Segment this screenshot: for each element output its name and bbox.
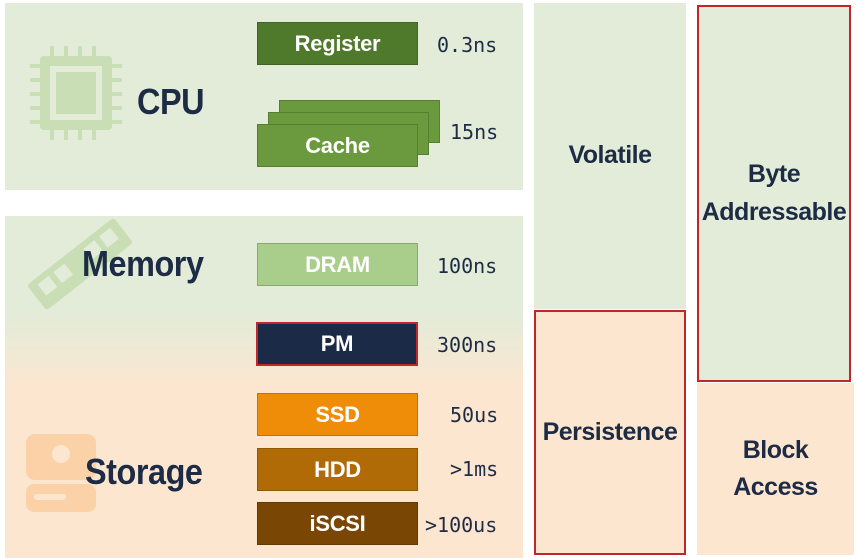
volatile-column: Volatile (534, 3, 686, 309)
persistence-label: Persistence (542, 417, 678, 446)
hdd-latency: >1ms (450, 457, 499, 481)
storage-drive-icon (26, 434, 96, 512)
block-access-line2: Access (733, 473, 818, 501)
volatile-label: Volatile (568, 141, 652, 170)
persistence-column: Persistence (534, 310, 686, 555)
iscsi-latency: >100us (425, 513, 498, 537)
iscsi-box: iSCSI (257, 502, 418, 545)
memory-module-icon (28, 218, 132, 310)
cpu-chip-icon (30, 46, 122, 140)
pm-box: PM (256, 322, 418, 366)
dram-box: DRAM (257, 243, 418, 286)
cache-latency: 15ns (450, 120, 499, 144)
block-access-line1: Block (742, 435, 809, 464)
block-access-column: Block Access (697, 383, 854, 555)
storage-section-label: Storage (85, 451, 203, 492)
ssd-latency: 50us (450, 403, 499, 427)
block-access-label: Block Access (733, 432, 818, 507)
byte-addressable-line1: Byte (747, 160, 801, 188)
byte-addressable-label: Byte Addressable (702, 156, 847, 231)
byte-addressable-line2: Addressable (701, 197, 847, 226)
cache-box: Cache (257, 124, 418, 167)
pm-latency: 300ns (437, 333, 498, 357)
cpu-section-label: CPU (137, 81, 205, 122)
byte-addressable-column: Byte Addressable (697, 5, 851, 382)
memory-section-label: Memory (82, 243, 204, 284)
register-box: Register (257, 22, 418, 65)
dram-latency: 100ns (437, 254, 498, 278)
hdd-box: HDD (257, 448, 418, 491)
register-latency: 0.3ns (437, 33, 498, 57)
ssd-box: SSD (257, 393, 418, 436)
